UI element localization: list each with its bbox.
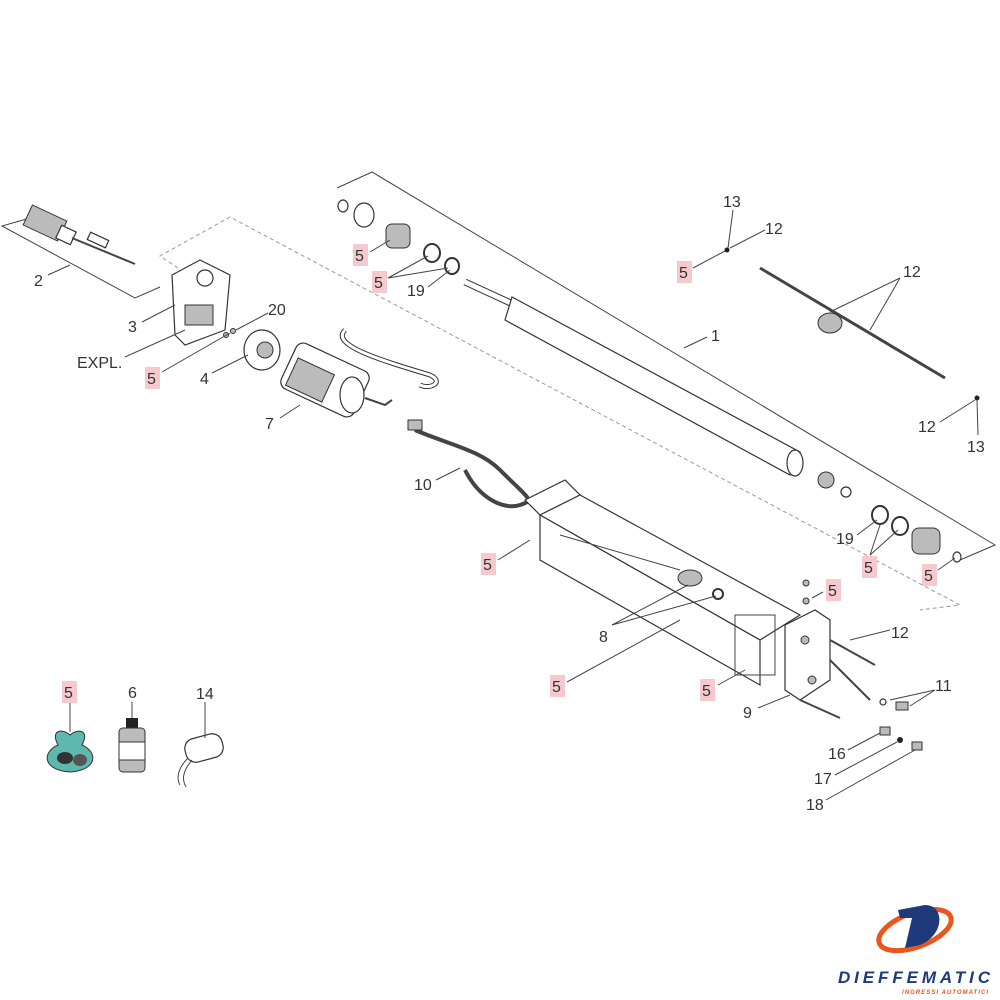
part-4-pump-head: [223, 328, 281, 371]
part-2-limit-switch: [22, 204, 136, 265]
callout-6: 6: [128, 685, 137, 702]
callout-5: 5: [552, 679, 561, 696]
part-5-seal-kit-bag: [46, 730, 94, 773]
callout-5: 5: [679, 265, 688, 282]
highlight-boxes: [62, 244, 937, 703]
callout-expl: EXPL.: [77, 355, 122, 372]
callout-12: 12: [891, 625, 909, 642]
callout-highlight-box: [550, 675, 565, 697]
callout-19: 19: [407, 283, 425, 300]
callout-highlight-box: [826, 579, 841, 601]
callout-13: 13: [967, 439, 985, 456]
part-10-cable: [340, 328, 531, 509]
callout-highlight-box: [700, 679, 715, 701]
callout-highlight-box: [353, 244, 368, 266]
callout-5: 5: [828, 583, 837, 600]
callout-highlight-box: [372, 271, 387, 293]
callout-5: 5: [924, 568, 933, 585]
callout-11: 11: [935, 678, 952, 695]
part-6-oil-bottle: [118, 718, 146, 773]
part-12-rod: [724, 247, 980, 401]
callout-10: 10: [414, 477, 432, 494]
callout-12: 12: [765, 221, 783, 238]
callout-12: 12: [918, 419, 936, 436]
callout-5: 5: [864, 560, 873, 577]
callout-7: 7: [265, 416, 274, 433]
seals-top: [337, 199, 460, 275]
callout-8: 8: [599, 629, 608, 646]
dieffematic-logo: DIEFFEMATIC INGRESSI AUTOMATICI: [838, 905, 991, 996]
assembly-outlines: [0, 171, 997, 611]
part-1-cylinder: [463, 278, 804, 477]
leader-lines: [47, 209, 979, 801]
callout-1: 1: [711, 328, 720, 345]
callout-highlight-box: [62, 681, 77, 703]
callout-4: 4: [200, 371, 209, 388]
callout-highlight-box: [481, 553, 496, 575]
callout-9: 9: [743, 705, 752, 722]
callout-highlight-box: [922, 564, 937, 586]
leader-line-path: [47, 209, 979, 801]
callout-5: 5: [483, 557, 492, 574]
logo-tagline: INGRESSI AUTOMATICI: [902, 990, 988, 996]
callout-16: 16: [828, 746, 846, 763]
part-7-motor: [280, 342, 393, 418]
fittings-11-16-17-18: [879, 698, 923, 751]
callout-18: 18: [806, 797, 824, 814]
callout-13: 13: [723, 194, 741, 211]
callout-highlight-box: [145, 367, 160, 389]
callout-17: 17: [814, 771, 832, 788]
callout-5: 5: [355, 248, 364, 265]
callout-5: 5: [147, 371, 156, 388]
callout-highlight-box: [677, 261, 692, 283]
callout-highlight-box: [862, 556, 877, 578]
callout-3: 3: [128, 319, 137, 336]
callout-2: 2: [34, 273, 43, 290]
logo-brand: DIEFFEMATIC: [838, 968, 991, 987]
callout-12: 12: [903, 264, 921, 281]
callout-5: 5: [64, 685, 73, 702]
callout-19: 19: [836, 531, 854, 548]
seals-bottom: [817, 471, 962, 563]
callout-5: 5: [374, 275, 383, 292]
callout-20: 20: [268, 302, 286, 319]
callout-5: 5: [702, 683, 711, 700]
part-3-flange-plate: [171, 259, 231, 346]
housing-box: [523, 479, 802, 687]
part-9-manifold: [784, 579, 876, 719]
part-14-capacitor: [177, 733, 224, 788]
callout-14: 14: [196, 686, 214, 703]
